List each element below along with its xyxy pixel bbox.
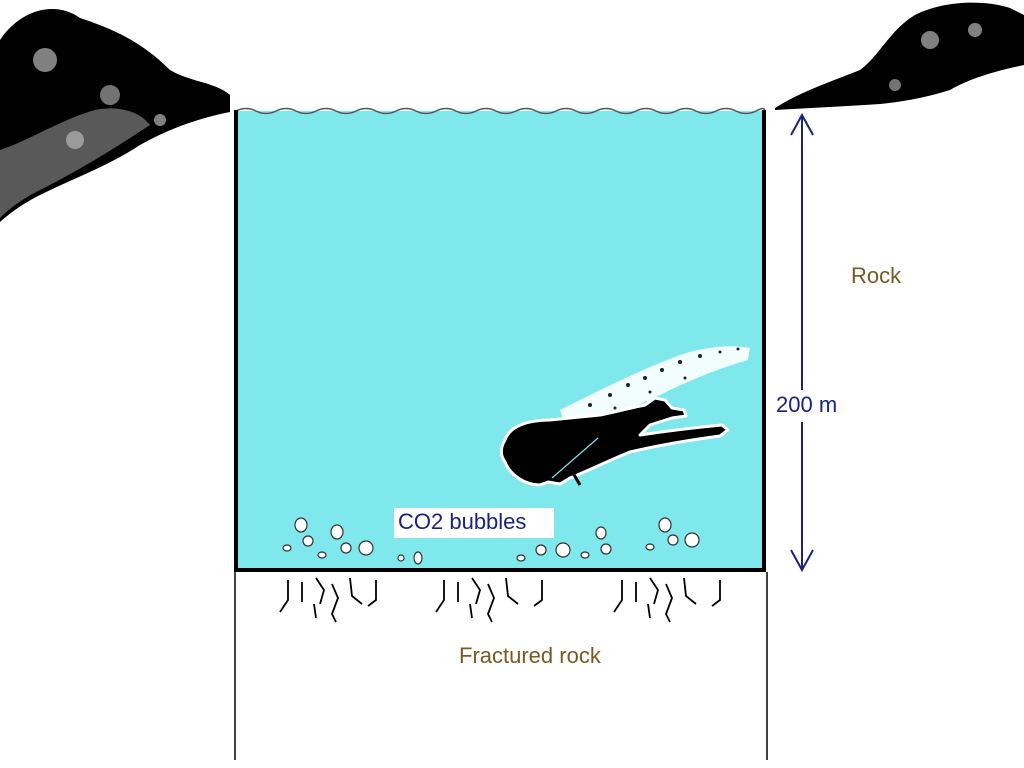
scuba-diver-icon (499, 396, 730, 487)
co2-label-backing (394, 508, 554, 538)
lake-water (236, 111, 764, 570)
depth-label: 200 m (776, 392, 838, 417)
water-surface (235, 107, 766, 115)
diver-bubble-trail (560, 346, 750, 425)
co2-bubbles-label: CO2 bubbles (398, 509, 527, 534)
fractured-rock-label: Fractured rock (459, 643, 601, 668)
lake-basin-outline (234, 110, 766, 572)
shrub-right-icon (775, 2, 1024, 111)
rock-label: Rock (851, 263, 902, 288)
depth-label-backing (774, 390, 852, 422)
depth-arrow (790, 112, 814, 573)
shrub-left-icon (0, 9, 230, 223)
co2-bubbles (282, 517, 700, 565)
rock-column-walls (234, 572, 768, 760)
rock-fractures (279, 577, 721, 623)
